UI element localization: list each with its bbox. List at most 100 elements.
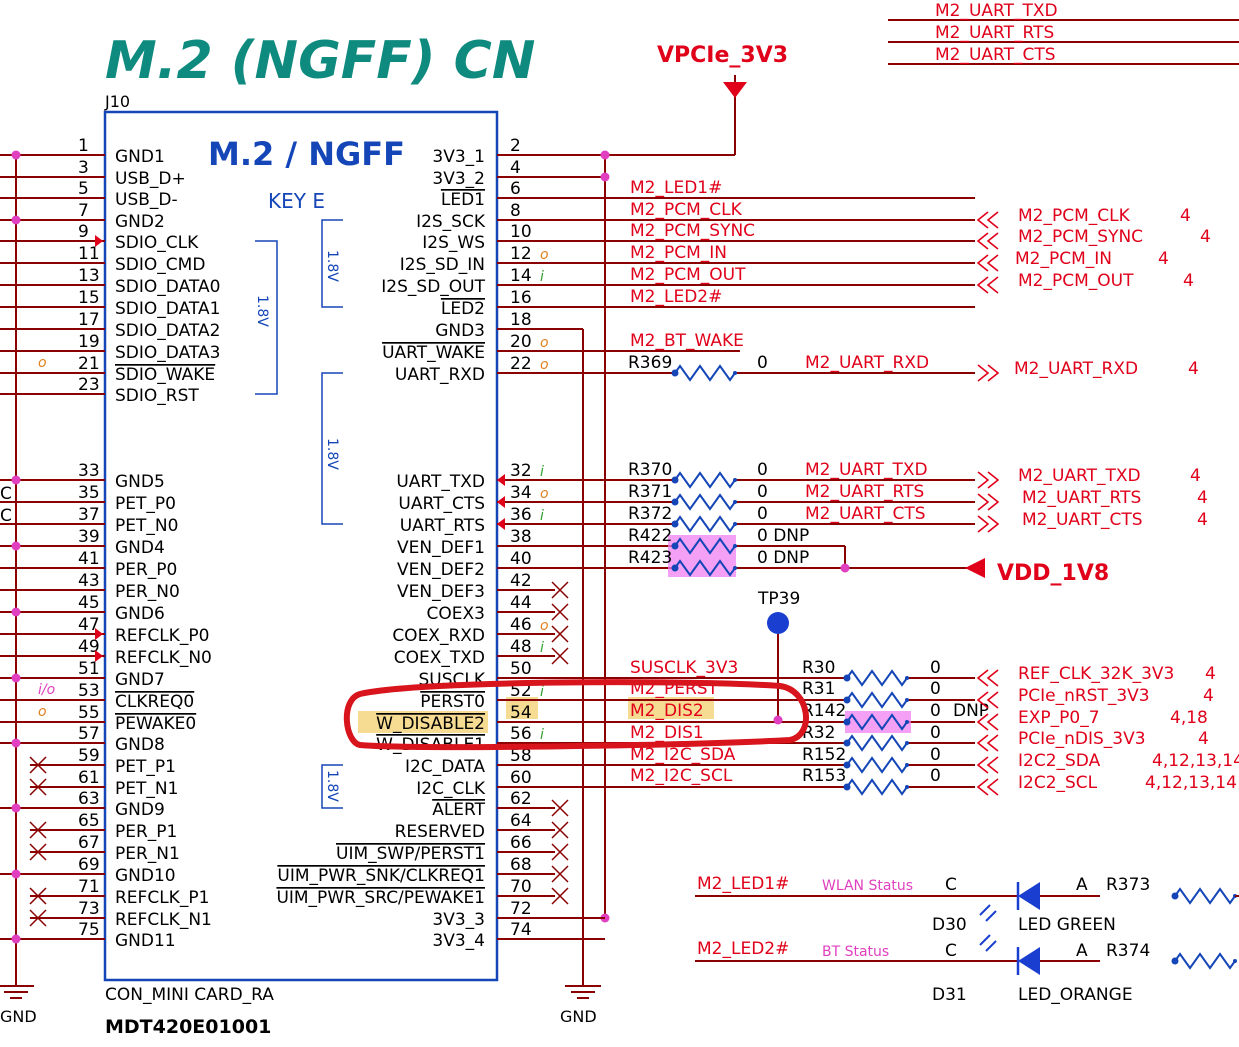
right-pin-number-22: 22 xyxy=(510,354,532,374)
left-pin-number-53: 53 xyxy=(78,681,100,701)
right-pin-name-54: W_DISABLE2 xyxy=(376,714,485,734)
right-pin-name-38: VEN_DEF1 xyxy=(397,538,485,558)
ref-designator: J10 xyxy=(104,92,130,111)
left-pin-number-49: 49 xyxy=(78,637,100,657)
input-arrow-1 xyxy=(95,628,103,640)
right-pin-name-10: I2S_WS xyxy=(422,233,485,253)
left-pin-name-13: SDIO_DATA0 xyxy=(115,277,220,297)
uart-bracket xyxy=(321,372,343,525)
led2-cathode: C xyxy=(945,941,957,961)
led-green-light-icon xyxy=(979,904,997,922)
offpage-name-2: M2_PCM_IN xyxy=(1015,249,1112,269)
testpoint-label: TP39 xyxy=(757,589,800,609)
page-title: M.2 (NGFF) CN xyxy=(105,31,535,91)
no-connect-right-590 xyxy=(551,581,569,599)
i2c-voltage-label: 1.8V xyxy=(324,770,340,802)
res-label-r372: R372 xyxy=(628,504,672,524)
right-pin-name-40: VEN_DEF2 xyxy=(397,560,485,580)
right-pin-number-64: 64 xyxy=(510,811,532,831)
left-pin-name-53: CLKREQ0 xyxy=(115,692,194,712)
resistor-pcie-1-pin xyxy=(843,696,851,704)
right-pin-number-48: 48 xyxy=(510,637,532,657)
net-label-dis1: M2_DIS1 xyxy=(630,723,704,743)
net-label-pcm_in: M2_PCM_IN xyxy=(630,243,727,263)
resistor-r423 xyxy=(674,559,736,577)
res-value-r142: 0 xyxy=(930,701,941,721)
offpage-arrow-8 xyxy=(976,669,999,687)
bt-status-label: BT Status xyxy=(822,944,889,960)
d31-label: D31 xyxy=(932,985,967,1005)
res-label-r142: R142 xyxy=(802,701,846,721)
resistor-pcie-2-pin xyxy=(843,739,851,747)
offpage-page-6: 4 xyxy=(1197,488,1208,508)
left-gnd-dot-63 xyxy=(11,803,21,813)
right-pin-number-74: 74 xyxy=(510,920,532,940)
left-pin-name-41: PER_P0 xyxy=(115,560,177,580)
no-connect-right-656 xyxy=(551,647,569,665)
left-gnd-dot-39 xyxy=(11,541,21,551)
left-gnd-dot-69 xyxy=(11,869,21,879)
right-pin-number-40: 40 xyxy=(510,549,532,569)
right-pin-number-14: 14 xyxy=(510,266,532,286)
offpage-name-3: M2_PCM_OUT xyxy=(1018,271,1134,291)
offpage-arrow-10 xyxy=(976,713,999,731)
no-connect-71 xyxy=(29,887,47,905)
right-pin-name-74: 3V3_4 xyxy=(432,931,485,951)
offpage-arrow-0 xyxy=(976,211,999,229)
offpage-arrow-11 xyxy=(976,734,999,752)
right-pin-name-52: PERST0 xyxy=(420,692,485,712)
left-pin-name-65: PER_P1 xyxy=(115,822,177,842)
led1-cathode: C xyxy=(945,875,957,895)
res-value-r423: 0 DNP xyxy=(757,548,809,568)
pin-type-55: o xyxy=(38,704,47,720)
left-pin-number-55: 55 xyxy=(78,703,100,723)
res-value-r422: 0 DNP xyxy=(757,526,809,546)
left-pin-name-35: PET_P0 xyxy=(115,494,176,514)
left-pin-name-9: SDIO_CLK xyxy=(115,233,199,253)
no-connect-right-896 xyxy=(551,887,569,905)
res-label-r153: R153 xyxy=(802,766,846,786)
resistor-uart-2-pin2 xyxy=(733,522,737,526)
led1-anode: A xyxy=(1076,875,1088,895)
resistor-uart-2 xyxy=(674,515,736,533)
resistor-pcie-1 xyxy=(846,691,908,709)
left-pin-number-41: 41 xyxy=(78,549,100,569)
net-label-i2c_scl: M2_I2C_SCL xyxy=(630,766,733,786)
i2s-voltage-label: 1.8V xyxy=(324,250,340,282)
left-gnd-dot-75 xyxy=(11,934,21,944)
offpage-name-4: M2_UART_RXD xyxy=(1014,359,1138,379)
pin-type-14: i xyxy=(540,269,544,285)
offpage-name-5: M2_UART_TXD xyxy=(1018,466,1141,486)
right-pin-name-66: UIM_SWP/PERST1 xyxy=(336,844,485,864)
res-label-r422: R422 xyxy=(628,526,672,546)
offpage-name-6: M2_UART_RTS xyxy=(1022,488,1141,508)
d30-label: D30 xyxy=(932,915,967,935)
net-label-uart_rts: M2_UART_RTS xyxy=(805,482,924,502)
right-pin-name-70: UIM_PWR_SRC/PEWAKE1 xyxy=(276,888,485,908)
resistor-r422-pin xyxy=(671,542,679,550)
uart-arrow-1 xyxy=(497,496,505,508)
right-pin-name-20: UART_WAKE xyxy=(382,343,485,363)
offpage-arrow-4 xyxy=(977,364,1000,382)
gnd-label-right: GND xyxy=(560,1007,597,1026)
res-value-5: 0 xyxy=(930,679,941,699)
resistor-pcie-0-pin xyxy=(843,674,851,682)
right-pin-number-16: 16 xyxy=(510,288,532,308)
resistor-uart-2-pin xyxy=(671,520,679,528)
no-connect-61 xyxy=(29,778,47,796)
left-pin-number-3: 3 xyxy=(78,158,89,178)
resistor-r369-pin xyxy=(671,369,679,377)
left-pin-number-45: 45 xyxy=(78,593,100,613)
left-pin-number-9: 9 xyxy=(78,222,89,242)
left-pin-name-51: GND7 xyxy=(115,670,165,690)
left-pin-name-45: GND6 xyxy=(115,604,165,624)
offpage-arrow-5 xyxy=(977,471,1000,489)
left-pin-number-71: 71 xyxy=(78,877,100,897)
resistor-uart-1 xyxy=(674,493,736,511)
offpage-page-9: 4 xyxy=(1203,686,1214,706)
right-pin-number-38: 38 xyxy=(510,527,532,547)
net-label-pcm_out: M2_PCM_OUT xyxy=(630,265,746,285)
testpoint-dot xyxy=(773,715,783,725)
right-pin-number-32: 32 xyxy=(510,461,532,481)
vdd-label: VDD_1V8 xyxy=(997,561,1109,586)
